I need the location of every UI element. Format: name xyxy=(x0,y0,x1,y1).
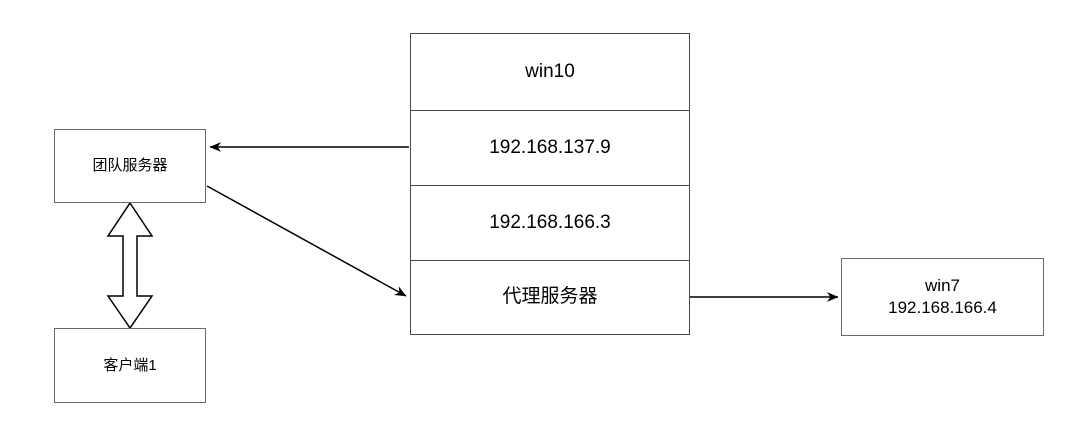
node-win10-row-proxy-server[interactable]: 代理服务器 xyxy=(411,261,689,333)
node-win10-stack[interactable]: win10 192.168.137.9 192.168.166.3 代理服务器 xyxy=(410,33,690,335)
node-win10-proxy-server-label: 代理服务器 xyxy=(502,285,598,307)
node-client1[interactable]: 客户端1 xyxy=(54,328,206,403)
node-win7-hostname-label: win7 xyxy=(925,276,960,296)
node-win7-ip-label: 192.168.166.4 xyxy=(888,298,997,317)
node-team-server[interactable]: 团队服务器 xyxy=(54,129,206,203)
node-win10-ip-166-label: 192.168.166.3 xyxy=(489,211,611,233)
node-win10-row-ip-137[interactable]: 192.168.137.9 xyxy=(411,111,689,186)
node-team-server-label: 团队服务器 xyxy=(92,157,168,175)
node-client1-label: 客户端1 xyxy=(103,356,157,374)
node-win10-hostname-label: win10 xyxy=(525,60,575,82)
node-win10-ip-137-label: 192.168.137.9 xyxy=(489,136,611,158)
node-win10-row-ip-166[interactable]: 192.168.166.3 xyxy=(411,186,689,261)
connector-team-server-to-proxy xyxy=(206,185,407,297)
connector-team-server-client-block-arrow xyxy=(106,201,154,330)
node-win10-row-hostname[interactable]: win10 xyxy=(411,34,689,111)
node-win7[interactable]: win7 192.168.166.4 xyxy=(841,258,1044,336)
